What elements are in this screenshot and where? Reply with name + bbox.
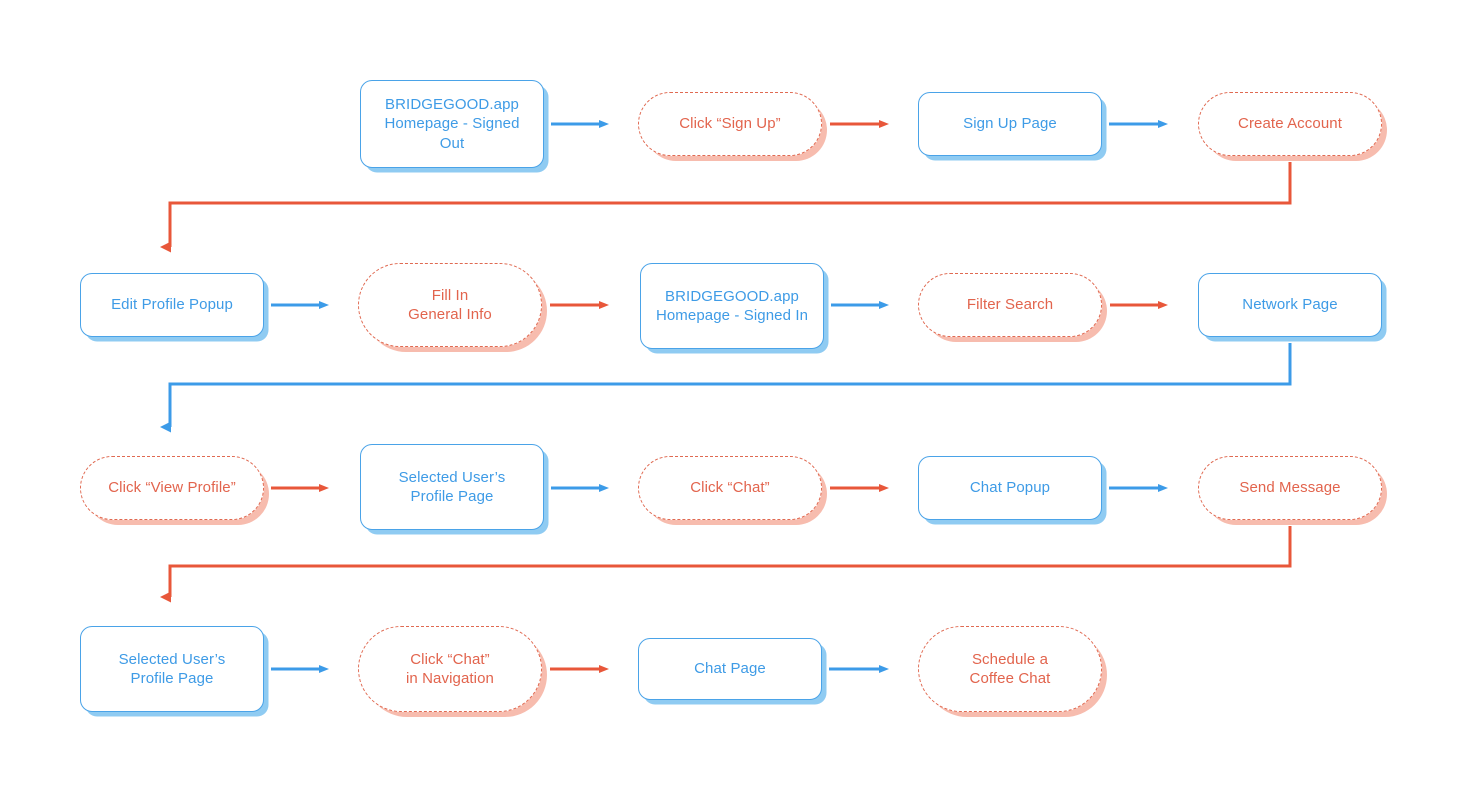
node-label: Network Page (1242, 296, 1338, 314)
node-chat-popup[interactable]: Chat Popup (918, 456, 1102, 520)
connector-n9-n10 (160, 343, 1292, 433)
node-edit-profile-popup[interactable]: Edit Profile Popup (80, 273, 264, 337)
node-selected-users-profile-page[interactable]: Selected User’s Profile Page (360, 444, 544, 530)
node-click-sign-up[interactable]: Click “Sign Up” (638, 92, 822, 156)
node-label: Send Message (1239, 479, 1341, 497)
node-sign-up-page[interactable]: Sign Up Page (918, 92, 1102, 156)
node-label: BRIDGEGOOD.app Homepage - Signed Out (384, 95, 520, 152)
node-label: Chat Page (694, 660, 766, 678)
node-selected-users-profile-page-2[interactable]: Selected User’s Profile Page (80, 626, 264, 712)
node-label: Click “Chat” in Navigation (405, 650, 495, 688)
node-click-chat[interactable]: Click “Chat” (638, 456, 822, 520)
node-label: Chat Popup (969, 479, 1051, 497)
node-label: Edit Profile Popup (111, 296, 233, 314)
node-label: Create Account (1238, 115, 1342, 133)
node-create-account[interactable]: Create Account (1198, 92, 1382, 156)
node-schedule-a-coffee-chat[interactable]: Schedule a Coffee Chat (918, 626, 1102, 712)
node-network-page[interactable]: Network Page (1198, 273, 1382, 337)
connector-n4-n5 (160, 162, 1292, 253)
connector-n14-n15 (160, 526, 1292, 603)
node-label: Selected User’s Profile Page (398, 468, 506, 506)
node-label: Fill In General Info (408, 286, 492, 324)
node-send-message[interactable]: Send Message (1198, 456, 1382, 520)
node-click-chat-in-navigation[interactable]: Click “Chat” in Navigation (358, 626, 542, 712)
node-label: Click “Sign Up” (679, 115, 781, 133)
node-click-view-profile[interactable]: Click “View Profile” (80, 456, 264, 520)
node-label: Sign Up Page (963, 115, 1057, 133)
node-fill-in-general-info[interactable]: Fill In General Info (358, 263, 542, 347)
node-filter-search[interactable]: Filter Search (918, 273, 1102, 337)
node-label: Click “Chat” (690, 479, 770, 497)
node-label: Click “View Profile” (108, 479, 236, 497)
node-label: BRIDGEGOOD.app Homepage - Signed In (655, 287, 809, 325)
node-label: Filter Search (966, 296, 1054, 314)
node-chat-page[interactable]: Chat Page (638, 638, 822, 700)
node-label: Selected User’s Profile Page (118, 650, 226, 688)
node-label: Schedule a Coffee Chat (969, 650, 1051, 688)
node-bridgegood-homepage-signed-out[interactable]: BRIDGEGOOD.app Homepage - Signed Out (360, 80, 544, 168)
node-bridgegood-homepage-signed-in[interactable]: BRIDGEGOOD.app Homepage - Signed In (640, 263, 824, 349)
